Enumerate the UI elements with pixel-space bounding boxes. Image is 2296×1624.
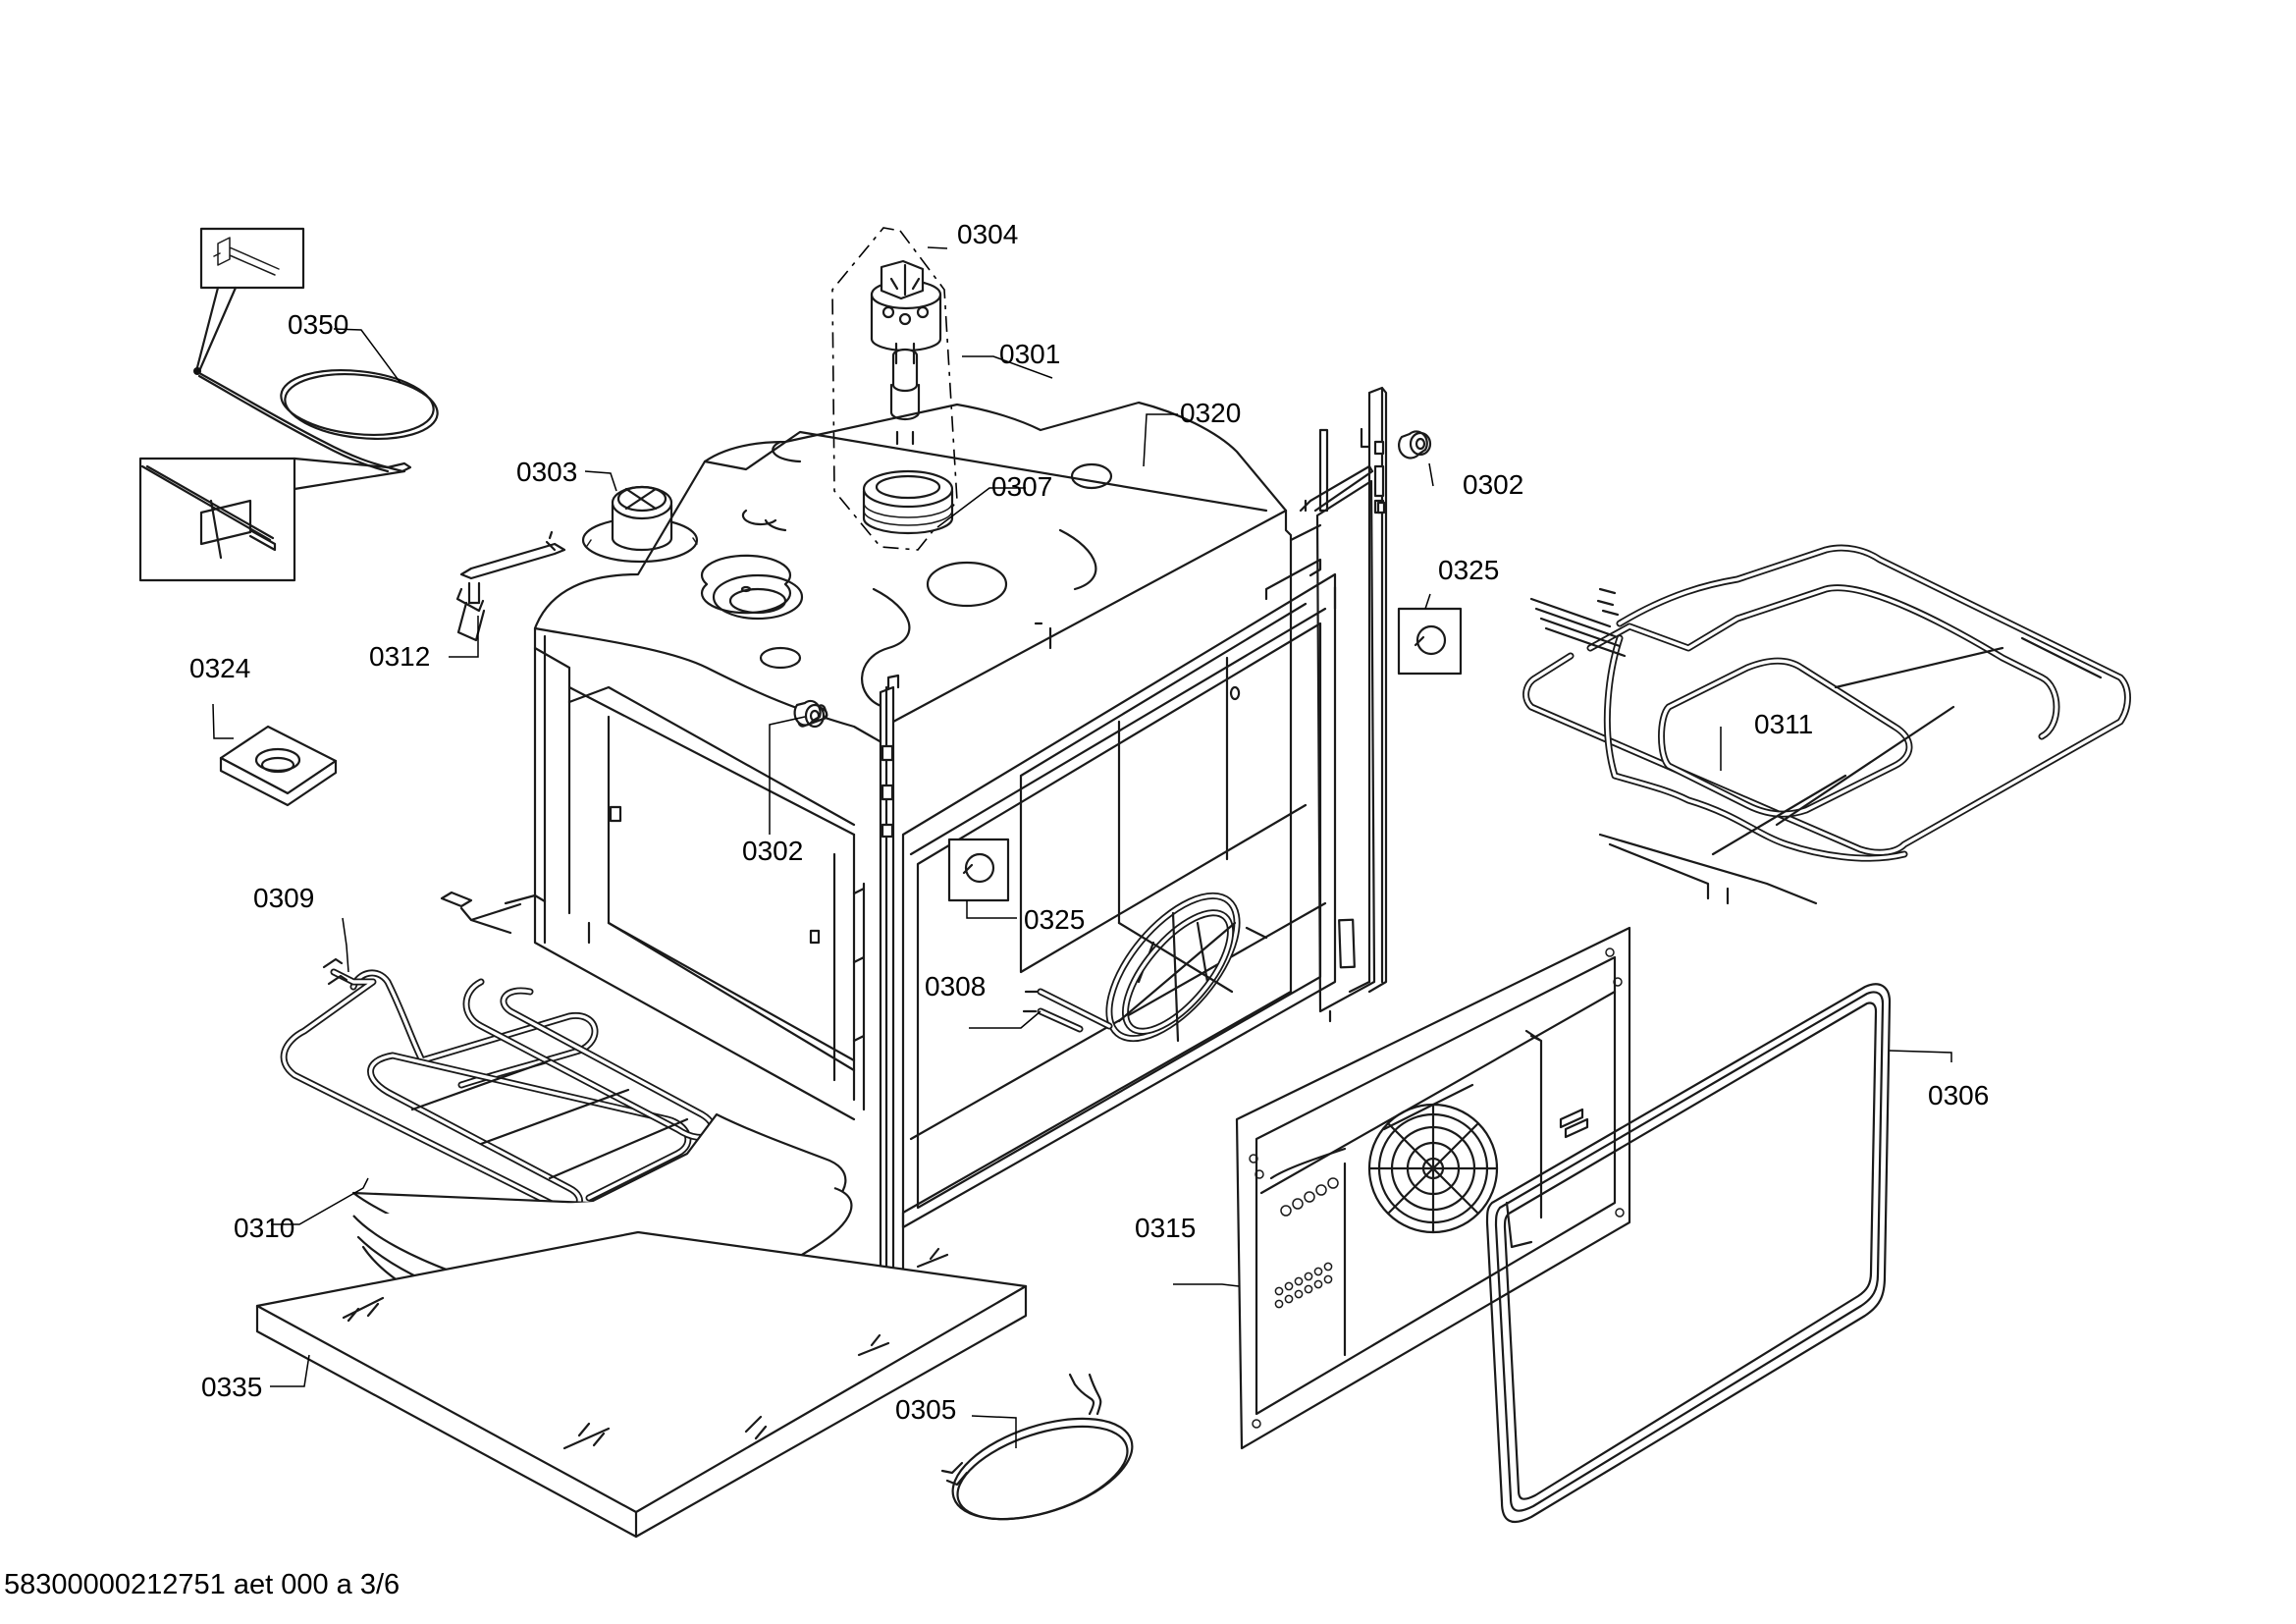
label-0307: 0307 xyxy=(991,471,1052,502)
part-labels: 0304 0350 0301 0320 0303 0307 0302 0325 … xyxy=(189,219,1989,1425)
label-0335: 0335 xyxy=(201,1372,262,1402)
cover-0303 xyxy=(581,485,699,564)
cable-0350 xyxy=(138,227,439,582)
label-0302-center: 0302 xyxy=(742,836,803,866)
cable-0305 xyxy=(940,1373,1134,1521)
rear-panel-0315 xyxy=(1235,926,1631,1450)
label-0303: 0303 xyxy=(516,457,577,487)
knob-0302-right xyxy=(1398,430,1432,460)
leader-lines xyxy=(212,246,1952,1448)
base-plate-0335 xyxy=(255,1230,1028,1539)
label-0305: 0305 xyxy=(895,1394,956,1425)
label-0325-center: 0325 xyxy=(1024,904,1085,935)
plug-0325-right xyxy=(1397,607,1463,676)
label-0304: 0304 xyxy=(957,219,1018,249)
bottom-heater-0309 xyxy=(280,891,717,1212)
label-0320: 0320 xyxy=(1180,398,1241,428)
front-frame-strip xyxy=(852,674,900,1283)
vent-holes xyxy=(1249,947,1625,1429)
label-0315: 0315 xyxy=(1135,1213,1196,1243)
plug-0325-center xyxy=(947,838,1010,902)
label-0306: 0306 xyxy=(1928,1080,1989,1110)
label-0311: 0311 xyxy=(1754,709,1813,739)
label-0325-right: 0325 xyxy=(1438,555,1499,585)
ring-heater-0308 xyxy=(1022,892,1268,1043)
lamp-assembly xyxy=(831,227,958,551)
label-0301: 0301 xyxy=(999,339,1060,369)
door-gasket-0306 xyxy=(1485,983,1892,1524)
label-0308: 0308 xyxy=(925,971,986,1001)
label-0302-right: 0302 xyxy=(1463,469,1523,500)
label-0324: 0324 xyxy=(189,653,250,683)
label-0350: 0350 xyxy=(288,309,348,340)
label-0309: 0309 xyxy=(253,883,314,913)
document-footer-code: 58300000212751 aet 000 a 3/6 xyxy=(4,1569,400,1600)
gasket-0324 xyxy=(219,725,338,807)
bracket-0312 xyxy=(455,530,566,642)
label-0310: 0310 xyxy=(234,1213,294,1243)
grill-heater-0311 xyxy=(1522,544,2131,905)
label-0312: 0312 xyxy=(369,641,430,672)
knob-0302-center xyxy=(793,699,826,729)
